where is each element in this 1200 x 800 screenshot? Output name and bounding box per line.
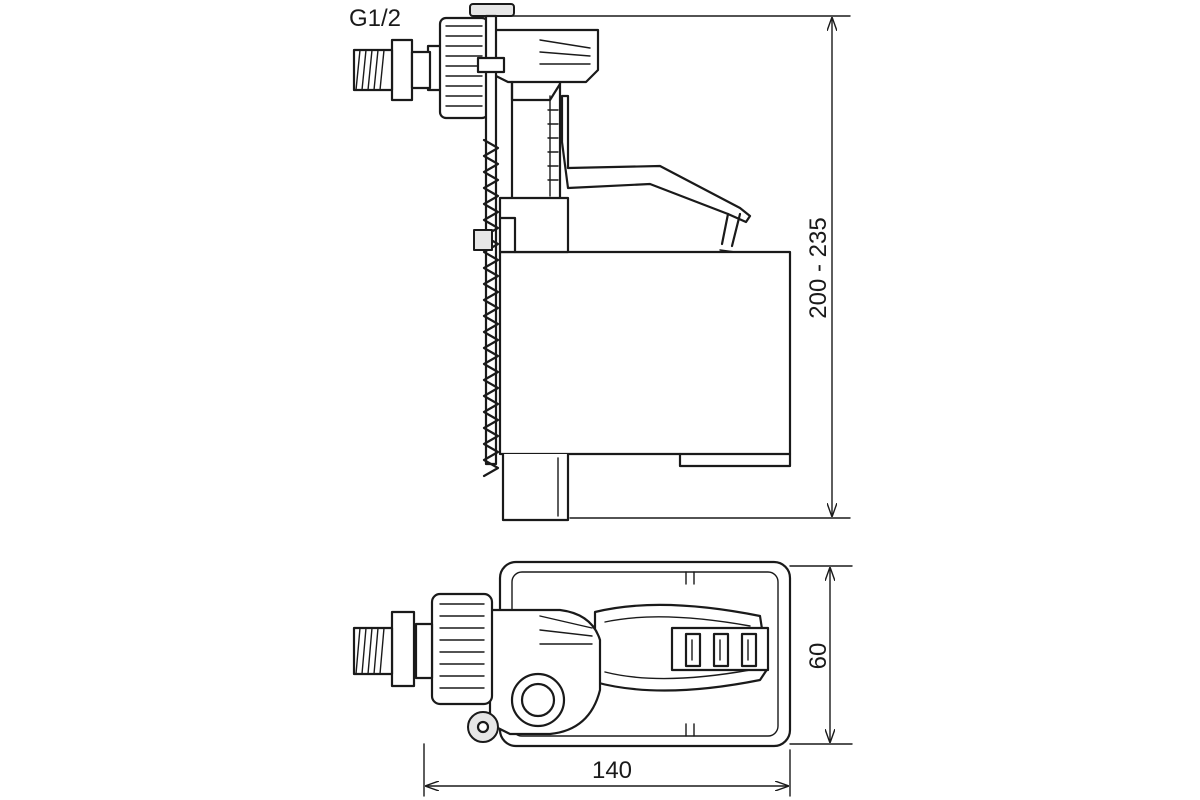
guide-block — [498, 196, 570, 254]
shank-threads — [355, 49, 385, 91]
shank-threads-top — [355, 627, 385, 675]
top-view — [352, 560, 792, 748]
nut-serrations-side — [445, 25, 483, 107]
depth-label: 60 — [805, 643, 832, 670]
thread-size-label: G1/2 — [349, 5, 401, 32]
dimension-depth: 60 — [789, 565, 853, 745]
dimension-length: 140 — [423, 743, 791, 797]
lock-ring-top — [390, 610, 416, 688]
threaded-shank — [352, 48, 394, 92]
adjust-knob — [469, 3, 515, 17]
float-arm — [560, 94, 752, 224]
lock-ring — [390, 38, 414, 102]
float-box — [498, 250, 792, 456]
valve-body-column — [510, 78, 562, 202]
adjust-spring — [482, 138, 500, 478]
side-view — [352, 3, 792, 522]
threaded-shank-top — [352, 626, 394, 676]
height-range-label: 200 - 235 — [805, 217, 832, 318]
nut-serrations-top — [439, 603, 485, 689]
body-ribs — [547, 109, 559, 181]
dimension-height: 200 - 235 — [509, 15, 851, 519]
lower-body — [501, 454, 570, 522]
length-label: 140 — [592, 757, 632, 784]
